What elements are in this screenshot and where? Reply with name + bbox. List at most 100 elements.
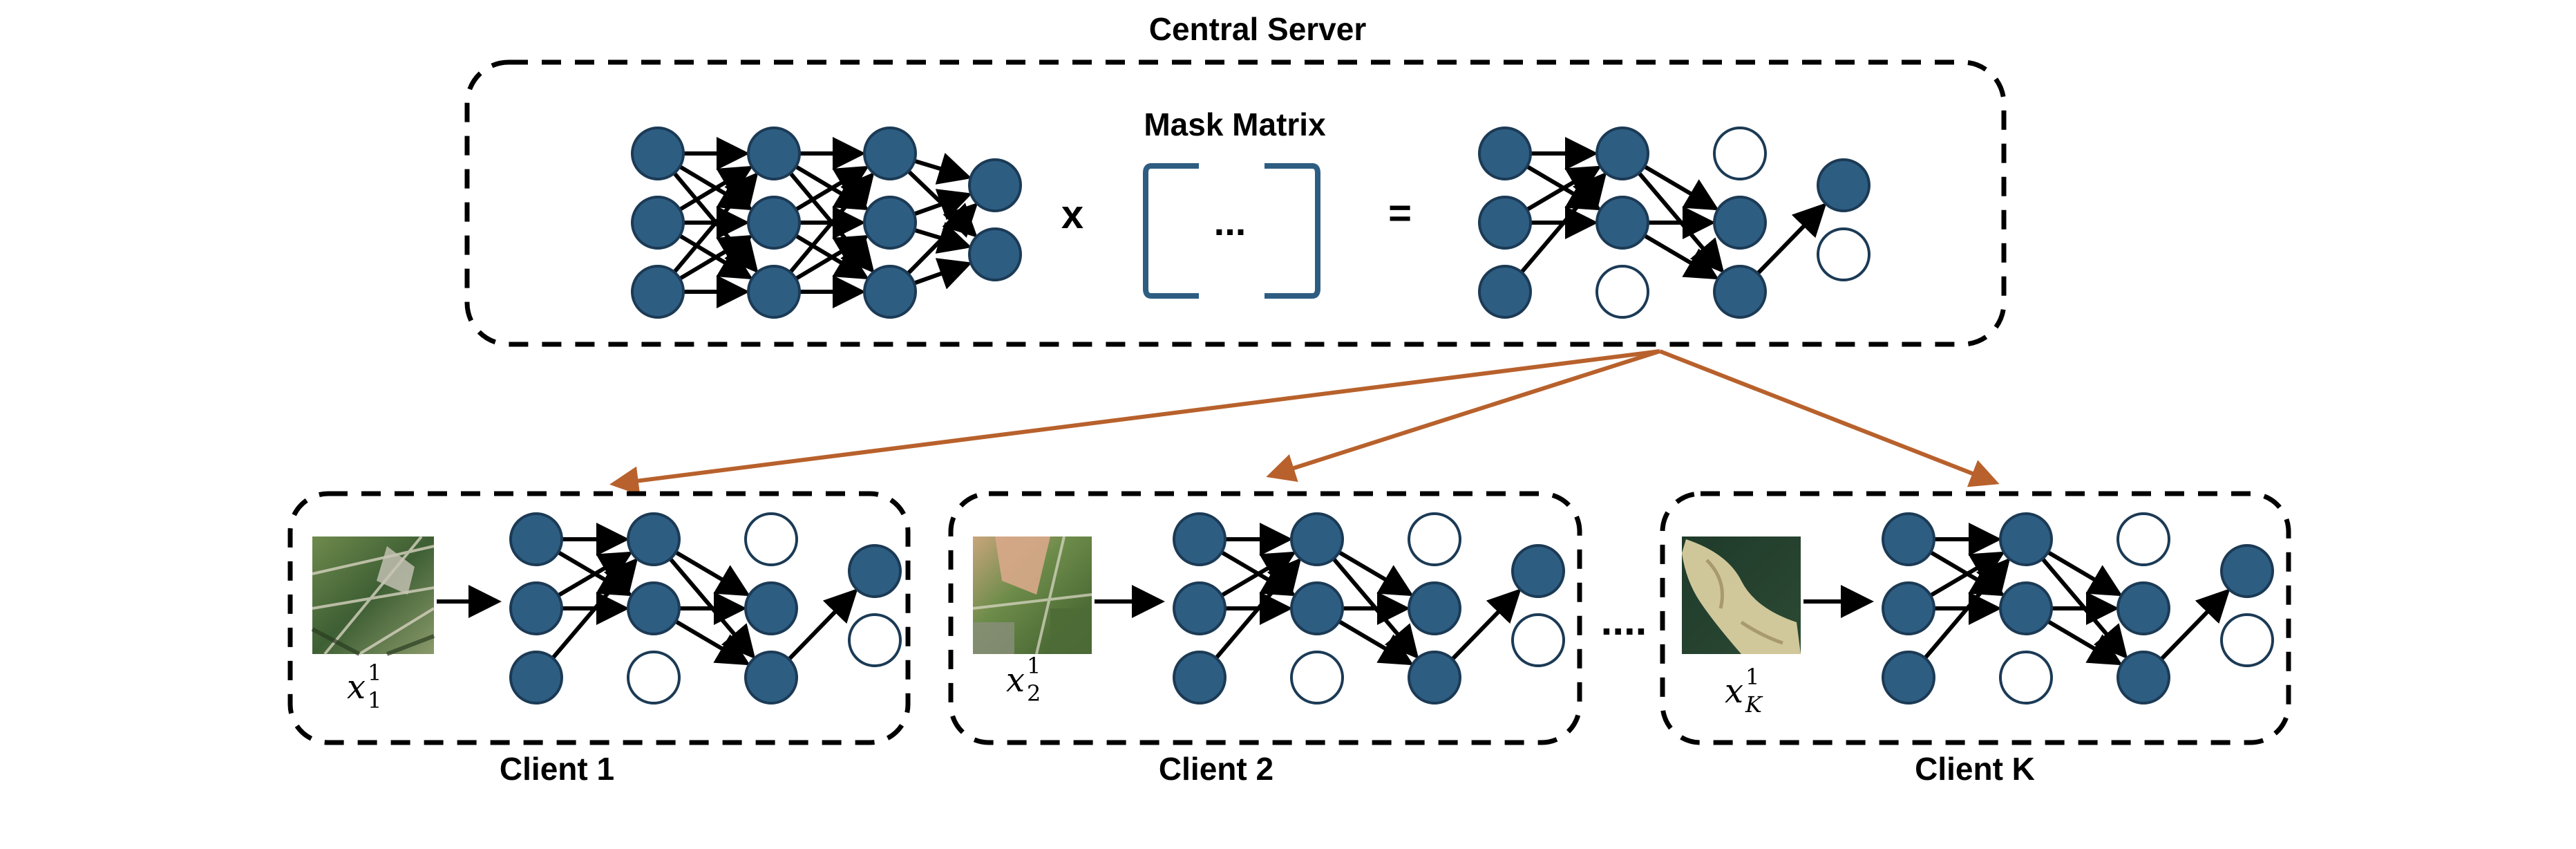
client-2-label: Client 2	[1159, 751, 1273, 787]
neuron-active	[744, 581, 798, 635]
neuron-active	[968, 227, 1022, 281]
connections	[1519, 137, 1827, 280]
neuron-active	[2116, 651, 2170, 705]
neuron-active	[863, 127, 917, 180]
connection-edge	[1643, 165, 1719, 211]
connection-edge	[2159, 588, 2231, 661]
client-1: x 1 1 Client 1	[287, 491, 911, 787]
client-k-var-base: x	[1725, 672, 1743, 711]
neuron-active	[863, 196, 917, 250]
mask-matrix: Mask Matrix ...	[1143, 106, 1326, 299]
equals-symbol: =	[1388, 191, 1412, 236]
client-1-var-base: x	[347, 668, 366, 707]
neuron-active	[1408, 581, 1461, 635]
neuron-active	[1595, 127, 1649, 180]
connections	[551, 523, 858, 666]
connection-edge	[1450, 588, 1522, 661]
neuron-active	[1173, 581, 1227, 635]
connection-edge	[1519, 171, 1607, 274]
client-k-variable: x 1 K	[1725, 664, 1763, 718]
client-1-label: Client 1	[500, 751, 614, 787]
connection-edge	[2047, 550, 2123, 597]
neuron-active	[1173, 651, 1227, 705]
connection-edge	[551, 557, 638, 660]
neuron-active	[509, 651, 563, 705]
connection-edge	[672, 171, 759, 274]
connection-edge	[788, 171, 875, 274]
neuron-masked	[2220, 613, 2274, 667]
client-1-border	[287, 491, 911, 745]
client-k-network	[1882, 512, 2274, 705]
connection-edge	[913, 189, 973, 221]
neuron-masked	[1408, 512, 1461, 566]
client-2-border	[948, 491, 1582, 745]
neuron-masked	[1290, 651, 1344, 705]
neuron-active	[509, 512, 563, 566]
client-k-border	[1660, 491, 2291, 745]
neuron-masked	[627, 651, 681, 705]
connection-edge	[1923, 557, 2011, 660]
neuron-masked	[848, 613, 902, 667]
times-symbol: x	[1061, 192, 1083, 237]
neuron-active	[1408, 651, 1461, 705]
neuron-masked	[1817, 227, 1871, 281]
connection-edge	[1756, 203, 1827, 275]
neuron-active	[1713, 196, 1767, 250]
neuron-active	[1999, 512, 2053, 566]
neuron-active	[863, 265, 917, 319]
neuron-active	[631, 127, 685, 180]
neuron-active	[1478, 127, 1532, 180]
neuron-active	[627, 581, 681, 635]
central-server: Central Server x Mask Matrix ... =	[464, 11, 2007, 347]
neuron-active	[747, 127, 801, 180]
mask-matrix-label: Mask Matrix	[1144, 106, 1326, 142]
full-network	[631, 127, 1022, 319]
connection-edge	[913, 152, 972, 185]
client-2-var-sub: 2	[1027, 680, 1041, 707]
mask-left-bracket	[1143, 163, 1199, 299]
client-1-var-sub: 1	[368, 687, 381, 713]
connection-edge	[787, 588, 858, 661]
satellite-image-k	[1682, 537, 1801, 654]
client-k-label: Client K	[1915, 751, 2035, 787]
client-2-network	[1173, 512, 1565, 705]
satellite-image-1	[311, 535, 435, 656]
client-2-var-sup: 1	[1027, 653, 1041, 679]
neuron-active	[509, 581, 563, 635]
neuron-masked	[1713, 127, 1767, 180]
neuron-active	[747, 265, 801, 319]
neuron-active	[1595, 196, 1649, 250]
neuron-masked	[1511, 613, 1565, 667]
neuron-active	[968, 158, 1022, 212]
broadcast-arrow-client-1	[609, 349, 1660, 496]
connection-edge	[2047, 619, 2123, 666]
client-2-var-base: x	[1006, 661, 1025, 700]
neuron-active	[631, 265, 685, 319]
broadcast-arrow-client-k	[1658, 349, 2000, 487]
client-1-variable: x 1 1	[347, 660, 381, 713]
neuron-active	[848, 544, 902, 598]
neuron-active	[2116, 581, 2170, 635]
connection-edge	[679, 234, 753, 281]
masked-network	[1478, 127, 1871, 319]
neuron-active	[1478, 265, 1532, 319]
connection-edge	[1338, 619, 1414, 666]
satellite-image-2	[972, 536, 1092, 655]
connection-edge	[795, 234, 869, 281]
neuron-active	[1817, 158, 1871, 212]
broadcast-arrow-client-2	[1266, 349, 1660, 483]
client-2: x 1 2 Client 2	[948, 491, 1582, 787]
neuron-masked	[2116, 512, 2170, 566]
client-2-variable: x 1 2	[1006, 653, 1041, 707]
server-border	[464, 59, 2007, 347]
neuron-active	[1478, 196, 1532, 250]
neuron-active	[1290, 581, 1344, 635]
mask-ellipsis: ...	[1214, 200, 1247, 243]
client-k: x 1 K Client K	[1660, 491, 2291, 787]
connections	[1214, 523, 1522, 666]
connection-edge	[1214, 557, 1302, 660]
connection-edge	[1338, 550, 1414, 597]
client-1-network	[509, 512, 902, 705]
neuron-active	[1882, 651, 1935, 705]
